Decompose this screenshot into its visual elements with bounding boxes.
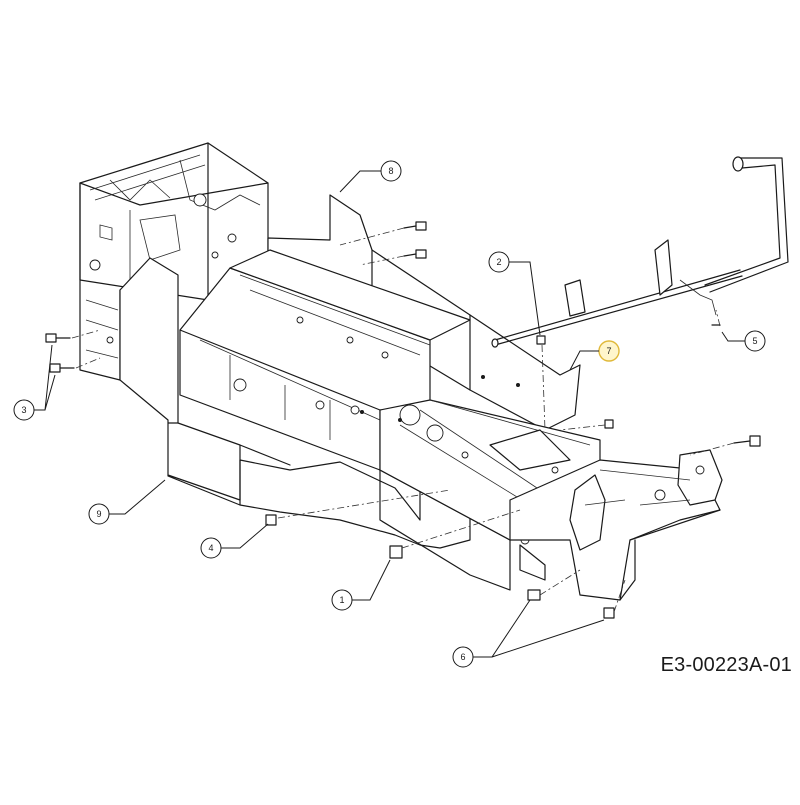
front-axle-bracket — [509, 449, 723, 601]
bolt-icon — [733, 435, 761, 447]
callout-label: 6 — [460, 652, 465, 662]
nut-icon — [389, 545, 403, 559]
callout-label: 8 — [388, 166, 393, 176]
bolt-icon — [604, 419, 614, 429]
callout-4[interactable]: 4 — [200, 523, 269, 559]
callout-1[interactable]: 1 — [331, 559, 391, 611]
callout-5[interactable]: 5 — [721, 330, 766, 352]
callout-8[interactable]: 8 — [339, 160, 402, 193]
bolt-icon — [403, 221, 427, 231]
callout-9[interactable]: 9 — [88, 479, 166, 525]
bolt-icon — [536, 335, 546, 345]
bolt-icon — [527, 589, 541, 601]
callout-2[interactable]: 2 — [488, 251, 541, 336]
callout-label: 3 — [21, 405, 26, 415]
bolt-icon — [403, 249, 427, 259]
assembly-lines — [71, 227, 735, 613]
callout-label: 4 — [208, 543, 213, 553]
main-chassis-frame — [179, 249, 615, 591]
callout-7[interactable]: 7 — [569, 340, 620, 371]
lift-rod — [491, 156, 789, 348]
callout-6[interactable]: 6 — [452, 599, 605, 668]
callout-label: 1 — [339, 595, 344, 605]
callout-label: 9 — [96, 509, 101, 519]
bolt-icon — [265, 514, 277, 526]
hardware — [45, 221, 761, 619]
callout-label: 2 — [496, 257, 501, 267]
diagram-code: E3-00223A-01 — [660, 654, 792, 676]
bolt-icon — [603, 607, 615, 619]
bolt-icon — [45, 333, 71, 343]
bolt-icon — [49, 363, 75, 373]
callout-label: 7 — [606, 346, 611, 356]
callout-label: 5 — [752, 336, 757, 346]
callout-3[interactable]: 3 — [13, 344, 56, 421]
rear-frame-tower — [79, 142, 269, 381]
